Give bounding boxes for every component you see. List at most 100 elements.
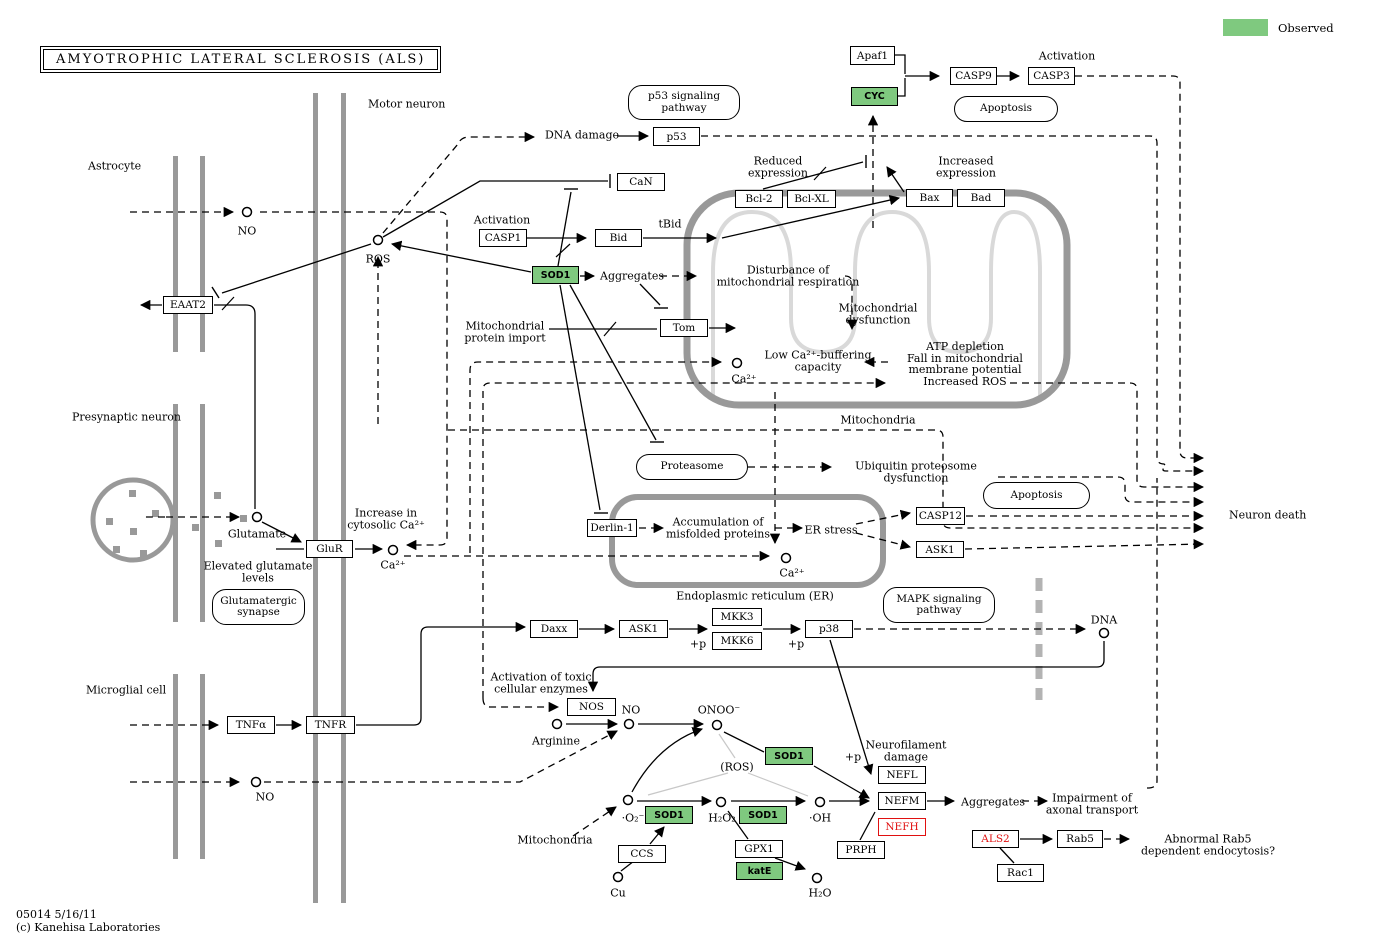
node-rab5[interactable]: Rab5 <box>1057 830 1103 848</box>
label-ca-cytosol: Ca²⁺ <box>380 558 406 572</box>
presynaptic-terminal <box>90 477 247 563</box>
node-nefl[interactable]: NEFL <box>878 766 926 784</box>
node-sod1-o2[interactable]: SOD1 <box>645 806 693 824</box>
label-o2-radical: ·O₂⁻ <box>621 811 645 825</box>
label-toxic-enzymes: Activation of toxic cellular enzymes <box>490 670 592 695</box>
node-glur[interactable]: GluR <box>306 540 353 558</box>
label-accumulation: Accumulation of misfolded proteins <box>666 515 770 540</box>
metabolite-circles <box>241 206 1110 884</box>
label-oh-radical: ·OH <box>808 811 832 825</box>
node-casp3[interactable]: CASP3 <box>1028 67 1075 85</box>
label-cu: Cu <box>610 886 626 900</box>
label-plus-p-1: +p <box>689 637 707 651</box>
node-gpx1[interactable]: GPX1 <box>735 840 783 858</box>
node-nefh[interactable]: NEFH <box>878 818 926 836</box>
node-eaat2[interactable]: EAAT2 <box>163 296 213 314</box>
legend-label: Observed <box>1278 20 1334 35</box>
label-increase-cytosolic-ca: Increase in cytosolic Ca²⁺ <box>347 506 425 531</box>
node-p38[interactable]: p38 <box>805 620 853 638</box>
label-dna: DNA <box>1090 613 1118 627</box>
label-astrocyte: Astrocyte <box>88 159 142 173</box>
label-ros-paren: (ROS) <box>720 760 754 774</box>
no-mid-circle <box>623 718 635 730</box>
ros-circle <box>372 234 384 246</box>
node-kate[interactable]: katE <box>736 862 783 880</box>
node-sod1-h2o2[interactable]: SOD1 <box>739 806 787 824</box>
node-ccs[interactable]: CCS <box>618 845 666 863</box>
node-ask1-er[interactable]: ASK1 <box>916 541 964 558</box>
label-no-microglia: NO <box>255 790 275 804</box>
label-disturbance: Disturbance of mitochondrial respiration <box>716 263 860 288</box>
h2o2-circle <box>715 796 727 808</box>
node-prph[interactable]: PRPH <box>837 841 885 859</box>
node-ask1-mapk[interactable]: ASK1 <box>619 620 668 638</box>
map-id: 05014 5/16/11 <box>16 908 97 921</box>
node-proteasome[interactable]: Proteasome <box>636 454 748 480</box>
label-tbid: tBid <box>658 217 682 231</box>
label-mitochondria-bottom: Mitochondria <box>517 833 593 847</box>
arginine-circle <box>551 718 563 730</box>
h2o-circle <box>811 872 823 884</box>
node-sod1-top[interactable]: SOD1 <box>532 266 579 284</box>
node-derlin1[interactable]: Derlin-1 <box>587 519 637 537</box>
node-sod1-onoo[interactable]: SOD1 <box>765 747 813 765</box>
node-apaf1[interactable]: Apaf1 <box>850 46 895 65</box>
page-title: AMYOTROPHIC LATERAL SCLEROSIS (ALS) <box>40 46 442 73</box>
label-ubiquitin: Ubiquitin proteosome dysfunction <box>855 459 977 484</box>
node-bax[interactable]: Bax <box>906 189 953 207</box>
cu-circle <box>612 871 624 883</box>
node-nefm[interactable]: NEFM <box>878 792 926 810</box>
label-glutamate: Glutamate <box>227 527 287 541</box>
node-glutamatergic-synapse[interactable]: Glutamatergic synapse <box>212 589 305 625</box>
node-can[interactable]: CaN <box>617 173 665 191</box>
mitochondria-organelle <box>683 189 1071 409</box>
node-bclxl[interactable]: Bcl-XL <box>787 190 836 208</box>
label-activation-casp3: Activation <box>1038 49 1096 63</box>
node-als2[interactable]: ALS2 <box>972 830 1019 848</box>
label-elevated-glutamate: Elevated glutamate levels <box>203 559 313 584</box>
node-bad[interactable]: Bad <box>957 189 1005 207</box>
label-mitochondrial-dysfunction: Mitochondrial dysfunction <box>838 301 918 326</box>
label-onoo: ONOO⁻ <box>697 703 741 717</box>
node-mapk-signaling-pathway[interactable]: MAPK signaling pathway <box>883 587 995 623</box>
o2-circle <box>622 794 634 806</box>
label-microglial-cell: Microglial cell <box>86 683 167 697</box>
node-casp9[interactable]: CASP9 <box>950 67 997 85</box>
label-er-stress: ER stress <box>804 523 858 537</box>
node-rac1[interactable]: Rac1 <box>997 864 1044 882</box>
ros-web <box>647 733 809 797</box>
node-apoptosis-top[interactable]: Apoptosis <box>954 96 1058 122</box>
glutamate-circle <box>251 511 263 523</box>
label-ca-er: Ca²⁺ <box>779 566 805 580</box>
node-mkk6[interactable]: MKK6 <box>712 632 762 650</box>
node-p53[interactable]: p53 <box>653 127 700 146</box>
label-abnormal-rab5: Abnormal Rab5 dependent endocytosis? <box>1140 832 1276 857</box>
node-tom[interactable]: Tom <box>660 319 708 337</box>
label-activation-casp1: Activation <box>473 213 531 227</box>
label-atp-depletion: ATP depletion Fall in mitochondrial memb… <box>907 340 1023 388</box>
label-neuron-death: Neuron death <box>1229 508 1307 522</box>
label-aggregates-bottom: Aggregates <box>961 795 1025 809</box>
observed-swatch <box>1223 19 1268 36</box>
node-casp1[interactable]: CASP1 <box>479 229 527 247</box>
node-nos[interactable]: NOS <box>567 698 616 716</box>
node-cyc[interactable]: CYC <box>851 87 898 106</box>
node-bid[interactable]: Bid <box>595 229 642 247</box>
node-daxx[interactable]: Daxx <box>530 620 578 638</box>
label-arginine: Arginine <box>532 734 580 748</box>
node-p53-signaling-pathway[interactable]: p53 signaling pathway <box>628 85 740 120</box>
mutation-slashes <box>221 166 827 337</box>
node-apoptosis-mid[interactable]: Apoptosis <box>983 482 1090 509</box>
label-aggregates-mid: Aggregates <box>600 269 664 283</box>
label-h2o: H₂O <box>808 886 832 900</box>
node-casp12[interactable]: CASP12 <box>916 507 965 525</box>
node-mkk3[interactable]: MKK3 <box>712 608 762 626</box>
node-bcl2[interactable]: Bcl-2 <box>735 190 783 208</box>
ca-er-circle <box>780 552 792 564</box>
label-motor-neuron: Motor neuron <box>368 97 446 111</box>
inhibition-marks <box>211 155 867 514</box>
node-tnfr[interactable]: TNFR <box>306 716 355 734</box>
node-tnfa[interactable]: TNFα <box>227 716 275 734</box>
